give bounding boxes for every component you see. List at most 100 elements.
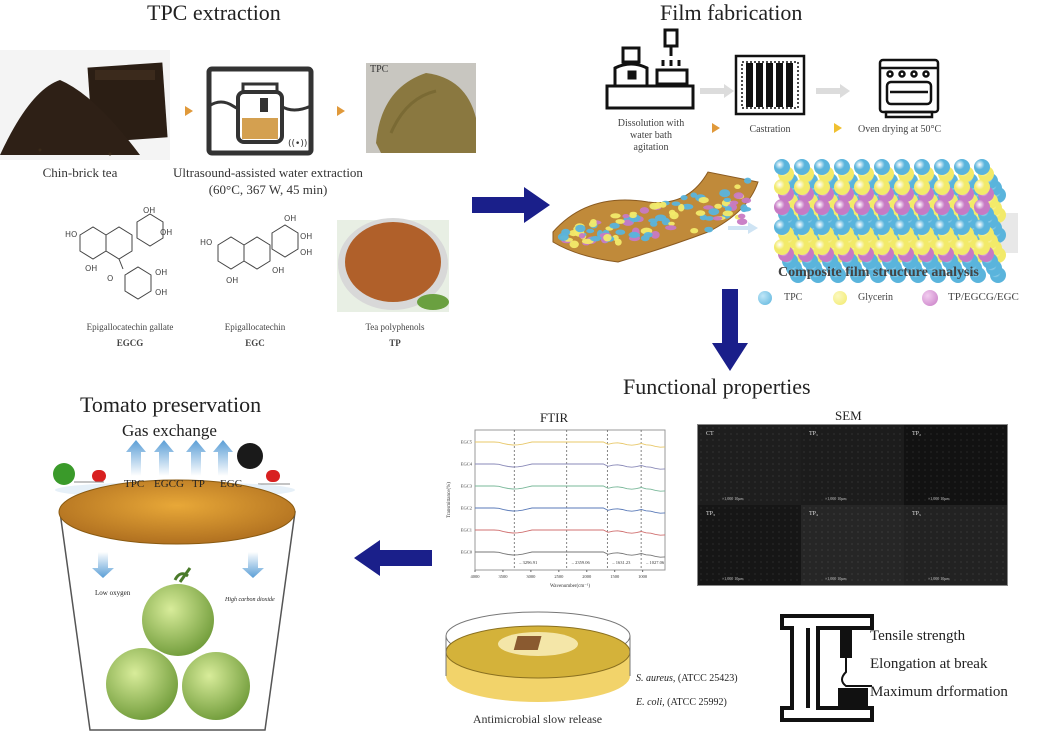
film-particle (722, 210, 733, 217)
s-aureus-species: S. aureus, (636, 673, 676, 684)
process-arrow-icon (816, 84, 850, 98)
svg-text:OH: OH (160, 228, 172, 237)
film-particle (609, 222, 620, 229)
ftir-series-label: EGC2 (461, 506, 472, 511)
released-tpc: TPC (124, 478, 145, 490)
egc-abbr: EGC (245, 338, 265, 348)
ultrasound-bath-icon: ((•)) (206, 66, 314, 156)
film-particle (668, 209, 676, 216)
svg-text:OH: OH (284, 214, 296, 223)
antimicrobial-caption: Antimicrobial slow release (472, 712, 603, 726)
tp-egcg-egc-legend-label: TP/EGCG/EGC (948, 291, 1019, 303)
dissolution-label-line-2: water bath (630, 130, 672, 141)
egcg-name: Epigallocatechin gallate (86, 322, 174, 332)
structure-sphere (794, 199, 810, 215)
structure-sphere (794, 239, 810, 255)
ftir-title: FTIR (540, 410, 569, 425)
composite-film-structure-model (768, 143, 1020, 283)
tensile-tester-icon (778, 612, 876, 724)
ftir-peak-label: – 1027.06 (645, 560, 665, 565)
film-particle (643, 232, 653, 238)
film-particle (734, 184, 741, 189)
ftir-x-tick-label: 1000 (638, 574, 648, 579)
film-particle (733, 192, 744, 199)
structure-sphere (914, 219, 930, 235)
structure-sphere (814, 239, 830, 255)
structure-sphere (874, 219, 890, 235)
structure-sphere (894, 179, 910, 195)
ftir-series-label: EGC5 (461, 440, 473, 445)
sem-panel: TP₁×1,000 10μm (801, 425, 904, 505)
ftir-x-axis-label: Wavenumber(cm⁻¹) (550, 583, 590, 589)
tp-legend-swatch-icon (922, 290, 938, 306)
petri-dish-icon (443, 608, 633, 706)
film-particle (615, 229, 626, 235)
tomato-container-illustration (40, 440, 310, 732)
chin-brick-tea-label: Chin-brick tea (42, 165, 118, 180)
structure-sphere (774, 159, 790, 175)
egcg-abbr: EGCG (116, 338, 144, 348)
structure-sphere (854, 219, 870, 235)
svg-text:OH: OH (300, 232, 312, 241)
egc-name: Epigallocatechin (224, 322, 286, 332)
film-particle (628, 231, 640, 238)
ftir-series-line (475, 463, 666, 470)
structure-sphere (834, 179, 850, 195)
structure-sphere (834, 239, 850, 255)
strain-s-aureus: S. aureus, (ATCC 25423) (636, 673, 738, 684)
castration-label: Castration (749, 124, 791, 135)
casting-mold-icon (734, 54, 806, 116)
released-egc: EGC (220, 478, 242, 490)
process-arrow-icon (700, 84, 734, 98)
svg-text:OH: OH (155, 268, 167, 277)
film-particle (704, 216, 714, 221)
svg-text:HO: HO (200, 238, 212, 247)
tpc-photo-label: TPC (370, 64, 389, 75)
ftir-series-label: EGC0 (461, 550, 473, 555)
sem-panel-label: TP₁ (809, 431, 819, 437)
svg-text:OH: OH (226, 276, 238, 285)
film-particle (741, 197, 752, 204)
ftir-series-label: EGC1 (461, 528, 472, 533)
structure-sphere (914, 239, 930, 255)
sem-scale-bar: ×1,000 10μm (928, 576, 950, 581)
ftir-x-tick-label: 1500 (610, 574, 620, 579)
structure-sphere (874, 179, 890, 195)
svg-text:O: O (107, 274, 113, 283)
flow-arrow-right-icon (472, 187, 550, 223)
structure-sphere (934, 239, 950, 255)
low-oxygen-label: Low oxygen (95, 589, 131, 597)
dissolution-label: Dissolution with water bath agitation (596, 118, 706, 154)
film-particle (659, 201, 667, 208)
structure-sphere (974, 179, 990, 195)
sem-panel-label: CT (706, 431, 714, 437)
structure-sphere (814, 199, 830, 215)
film-particle (744, 177, 752, 184)
sem-panel-label: TP₂ (912, 431, 922, 437)
strain-e-coli: E. coli, (ATCC 25992) (636, 697, 727, 708)
composite-film-illustration (548, 152, 763, 263)
film-particle (736, 218, 748, 225)
e-coli-species: E. coli, (636, 697, 665, 708)
released-egcg: EGCG (154, 478, 184, 490)
flow-arrow-down-icon (712, 289, 748, 371)
svg-text:OH: OH (143, 206, 155, 215)
film-particle (668, 221, 675, 226)
sem-panel: CT×1,000 10μm (698, 425, 801, 505)
structure-sphere (834, 199, 850, 215)
structure-sphere (814, 179, 830, 195)
oven-icon (878, 56, 940, 119)
ultrasound-extraction-label: Ultrasound-assisted water extraction (173, 165, 363, 180)
gas-up-arrow-icon (186, 440, 206, 476)
structure-sphere (954, 179, 970, 195)
released-compounds: TPC EGCG TP EGC (124, 478, 294, 494)
film-particle (729, 200, 739, 205)
flow-arrow-left-icon (354, 540, 432, 576)
film-particle (568, 230, 579, 237)
structure-caption: Composite film structure analysis (778, 265, 979, 280)
step-arrow-icon (337, 106, 345, 116)
sem-panel-label: TP₃ (706, 511, 716, 517)
structure-sphere (854, 239, 870, 255)
film-particle (590, 236, 601, 242)
